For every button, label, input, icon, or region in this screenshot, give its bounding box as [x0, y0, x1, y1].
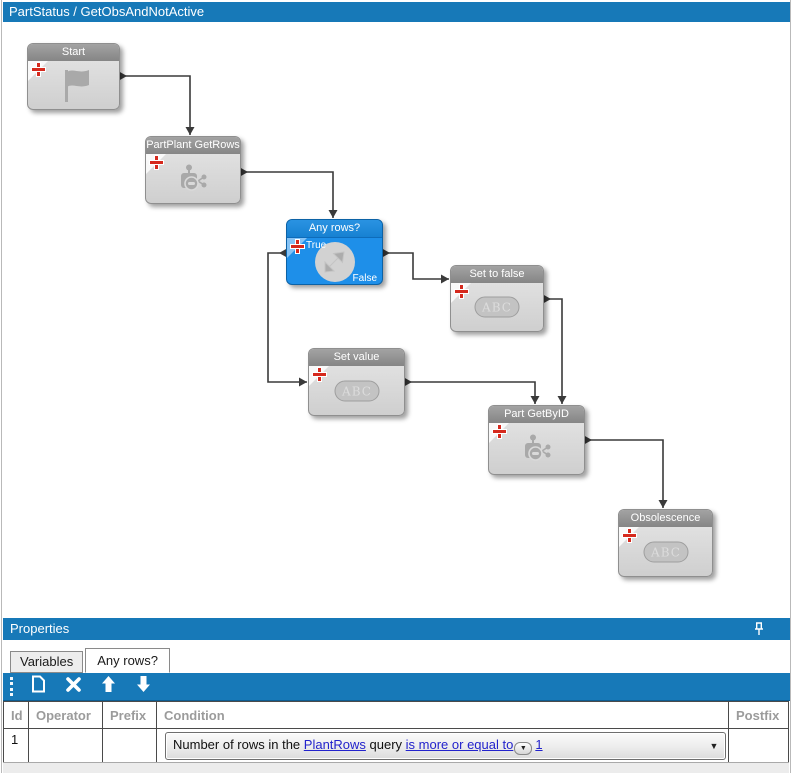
abc-icon: ABC [334, 380, 379, 401]
pin-icon[interactable] [752, 621, 766, 637]
delete-icon [65, 676, 82, 698]
move-down-icon [135, 675, 152, 698]
column-header-condition: Condition [157, 702, 729, 729]
condition-text: Number of rows in the [173, 736, 304, 752]
svg-text:ABC: ABC [481, 301, 512, 315]
row-condition-cell: Number of rows in the PlantRows query is… [157, 729, 729, 762]
node-title: PartPlant GetRows [146, 137, 240, 154]
node-title: Set to false [451, 266, 543, 283]
toolbar-grip-handle[interactable] [10, 677, 13, 696]
properties-header: Properties [3, 618, 790, 640]
column-header-id: Id [4, 702, 29, 729]
row-postfix-cell [729, 729, 788, 765]
properties-toolbar [3, 673, 790, 701]
mini-dropdown-icon[interactable]: ▼ [514, 741, 533, 755]
connection-any-rows-to-set-value [267, 248, 307, 387]
abc-icon: ABC [474, 296, 520, 318]
condition-link[interactable]: is more or equal to [405, 736, 514, 752]
connection-lines [119, 71, 668, 508]
node-part-getbyid[interactable]: Part GetByID [488, 405, 585, 475]
connection-set-to-false-to-part-getbyid [543, 294, 567, 404]
node-body: ABC [451, 283, 543, 331]
page-title: PartStatus / GetObsAndNotActive [9, 4, 205, 19]
title-bar: PartStatus / GetObsAndNotActive [3, 2, 790, 22]
true-branch-label: True [306, 240, 327, 251]
tab-any-rows[interactable]: Any rows? [85, 648, 170, 673]
row-operator-cell [29, 729, 103, 765]
node-body [28, 61, 119, 109]
row-prefix-cell [103, 729, 157, 765]
add-icon[interactable] [291, 240, 304, 253]
new-row-icon [30, 675, 46, 698]
window-border-right [790, 0, 791, 773]
condition-link[interactable]: 1 [535, 736, 543, 752]
add-icon[interactable] [32, 63, 45, 76]
condition-link[interactable]: PlantRows [303, 736, 366, 752]
node-title: Start [28, 44, 119, 61]
row-id-cell: 1 [4, 729, 29, 765]
connection-part-getbyid-to-obsolescence [584, 435, 668, 508]
robot-icon [181, 164, 207, 191]
flag-icon [64, 70, 89, 102]
add-icon[interactable] [313, 368, 326, 381]
false-branch-label: False [352, 273, 377, 284]
node-title: Set value [309, 349, 404, 366]
node-obsolescence[interactable]: Obsolescence ABC [618, 509, 713, 577]
svg-text:ABC: ABC [341, 384, 372, 398]
properties-title: Properties [10, 621, 70, 636]
node-start[interactable]: Start [27, 43, 120, 110]
node-title: Part GetByID [489, 406, 584, 423]
column-header-prefix: Prefix [103, 702, 157, 729]
combobox-caret-icon[interactable]: ▼ [709, 740, 719, 751]
node-body [489, 423, 584, 474]
connection-set-value-to-part-getbyid [404, 377, 540, 404]
column-header-postfix: Postfix [729, 702, 788, 729]
node-partplant-getrows[interactable]: PartPlant GetRows [145, 136, 241, 204]
column-header-operator: Operator [29, 702, 103, 729]
move-up-button[interactable] [95, 676, 121, 698]
node-set-to-false[interactable]: Set to false ABC [450, 265, 544, 332]
new-row-button[interactable] [25, 675, 51, 698]
connection-any-rows-to-set-to-false [382, 248, 449, 284]
window-border-left [1, 0, 2, 773]
move-up-icon [100, 675, 117, 698]
abc-icon: ABC [643, 541, 688, 562]
connection-partplant-getrows-to-any-rows [240, 167, 338, 218]
decision-arrows-icon [314, 241, 355, 282]
tab-variables[interactable]: Variables [10, 651, 84, 673]
node-title: Obsolescence [619, 510, 712, 527]
node-set-value[interactable]: Set value ABC [308, 348, 405, 416]
connection-start-to-partplant-getrows [119, 71, 195, 135]
workflow-canvas[interactable]: Start PartPlant GetRows Any rows? True [0, 22, 792, 618]
add-icon[interactable] [623, 529, 636, 542]
add-icon[interactable] [455, 285, 468, 298]
condition-combobox[interactable]: Number of rows in the PlantRows query is… [165, 731, 726, 760]
condition-text: query [365, 736, 406, 752]
move-down-button[interactable] [130, 676, 156, 698]
node-body [146, 154, 240, 203]
node-body: True False [287, 238, 382, 285]
node-title: Any rows? [287, 220, 382, 238]
robot-icon [524, 434, 550, 461]
table-row[interactable]: 1 Number of rows in the PlantRows query … [4, 729, 788, 765]
node-body: ABC [619, 527, 712, 576]
add-icon[interactable] [150, 156, 163, 169]
node-any-rows[interactable]: Any rows? True False [286, 219, 383, 285]
delete-button[interactable] [60, 676, 86, 698]
add-icon[interactable] [493, 425, 506, 438]
node-body: ABC [309, 366, 404, 415]
svg-text:ABC: ABC [650, 545, 681, 559]
panel-footer-strip [3, 762, 789, 773]
